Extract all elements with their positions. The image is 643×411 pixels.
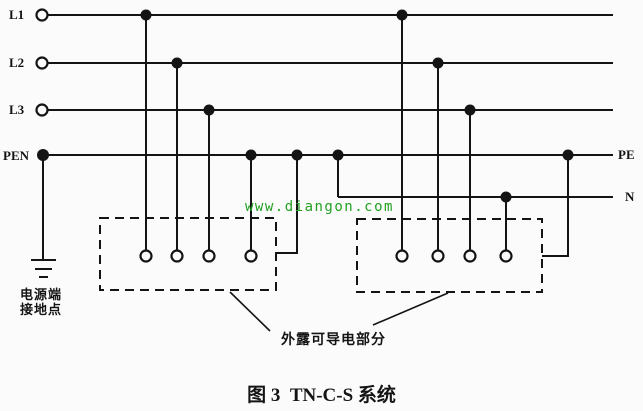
l2-label: L2: [9, 55, 25, 70]
load-terminal: [202, 249, 216, 263]
load-terminal: [499, 249, 513, 263]
junction-dot: [562, 149, 574, 161]
load-terminal: [395, 249, 409, 263]
bus-lines: [43, 14, 613, 198]
l1-source-terminal: [35, 8, 49, 22]
source-earthing-label: 电源端 接地点: [20, 287, 62, 317]
l3-source-terminal: [35, 103, 49, 117]
n-label: N: [625, 189, 635, 204]
enclosure-boxes: [99, 217, 543, 293]
source-earthing-label-line2: 接地点: [20, 302, 63, 317]
right-enclosure-box: [356, 218, 543, 293]
junction-dot: [245, 149, 257, 161]
l3-label: L3: [9, 102, 25, 117]
junction-dots: [37, 9, 574, 203]
watermark-text: www.diangon.com: [245, 199, 394, 215]
l2-source-terminal: [35, 56, 49, 70]
ground-symbol: [31, 155, 56, 278]
junction-dot: [396, 9, 408, 21]
load-terminal: [463, 249, 477, 263]
junction-dot: [203, 104, 215, 116]
leader-lines: [229, 291, 449, 332]
junction-dot: [291, 149, 303, 161]
junction-dot: [500, 191, 512, 203]
load-terminal: [431, 249, 445, 263]
junction-dot: [464, 104, 476, 116]
junction-dot: [432, 57, 444, 69]
left-enclosure-box: [99, 217, 277, 291]
leader-line-left: [229, 291, 271, 332]
l1-label: L1: [9, 7, 25, 22]
load-terminal: [170, 249, 184, 263]
junction-dot: [332, 149, 344, 161]
junction-dot: [140, 9, 152, 21]
exposed-parts-label: 外露可导电部分: [281, 333, 386, 348]
leader-line-right: [372, 292, 449, 326]
pe-label: PE: [618, 147, 635, 162]
source-earthing-label-line1: 电源端: [20, 287, 63, 302]
load-terminal: [139, 249, 153, 263]
junction-dot: [171, 57, 183, 69]
pe-bond-right: [542, 155, 569, 257]
terminals: [35, 8, 513, 263]
junction-dot: [37, 149, 49, 161]
load-terminal: [244, 249, 258, 263]
figure-caption: 图 3 TN-C-S 系统: [247, 385, 396, 406]
pen-label: PEN: [3, 148, 29, 163]
pe-bond-left: [276, 155, 298, 254]
